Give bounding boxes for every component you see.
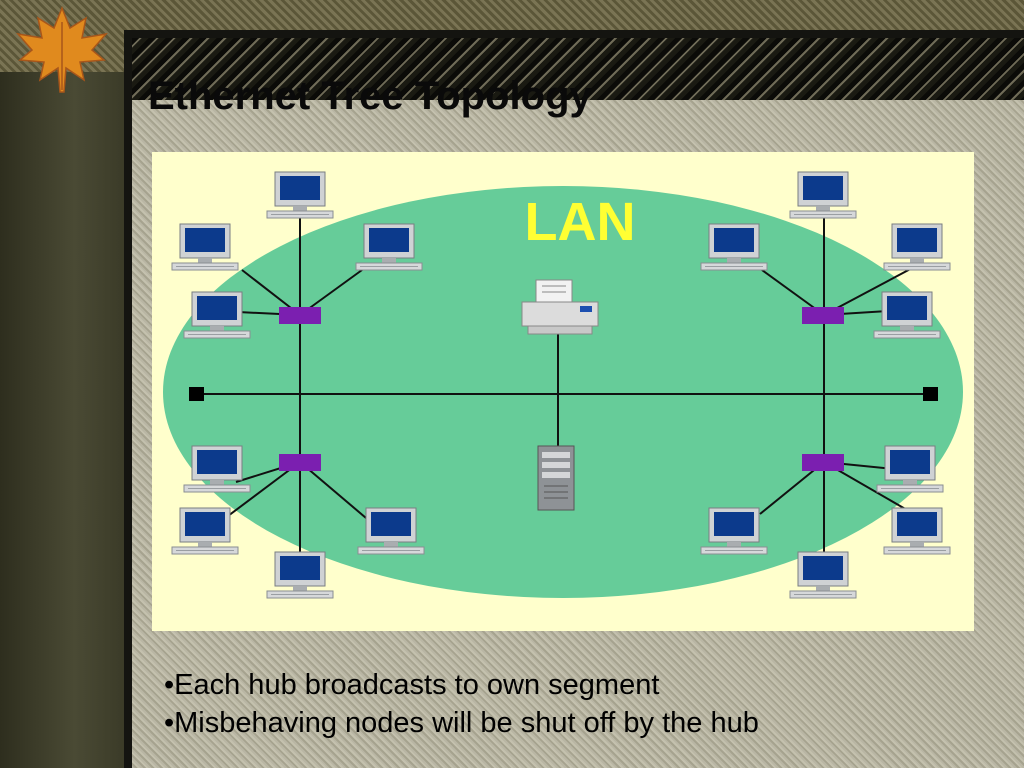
hub-icon <box>802 454 844 471</box>
computer-icon <box>873 291 941 339</box>
computer-icon <box>700 223 768 271</box>
left-texture-band <box>0 72 124 768</box>
computer-icon <box>789 171 857 219</box>
hub-icon <box>279 454 321 471</box>
computer-icon <box>171 507 239 555</box>
bullet-item: •Misbehaving nodes will be shut off by t… <box>164 707 759 739</box>
computer-icon <box>183 445 251 493</box>
slide-title: Ethernet Tree Topology <box>148 74 592 118</box>
computer-icon <box>266 551 334 599</box>
bullet-item: •Each hub broadcasts to own segment <box>164 669 660 701</box>
computer-icon <box>357 507 425 555</box>
computer-icon <box>883 223 951 271</box>
hub-icon <box>802 307 844 324</box>
title-stripe <box>132 38 1024 100</box>
lan-tree-diagram: LAN <box>152 152 974 631</box>
computer-icon <box>883 507 951 555</box>
terminator-icon <box>923 387 938 401</box>
printer-icon <box>521 279 599 335</box>
computer-icon <box>183 291 251 339</box>
computer-icon <box>355 223 423 271</box>
bullet-list: •Each hub broadcasts to own segment •Mis… <box>164 666 759 742</box>
computer-icon <box>171 223 239 271</box>
terminator-icon <box>189 387 204 401</box>
computer-icon <box>789 551 857 599</box>
server-icon <box>537 445 575 511</box>
lan-area <box>163 186 963 598</box>
lan-label: LAN <box>525 192 636 252</box>
computer-icon <box>266 171 334 219</box>
hub-icon <box>279 307 321 324</box>
computer-icon <box>700 507 768 555</box>
maple-leaf-icon <box>16 5 108 93</box>
computer-icon <box>876 445 944 493</box>
